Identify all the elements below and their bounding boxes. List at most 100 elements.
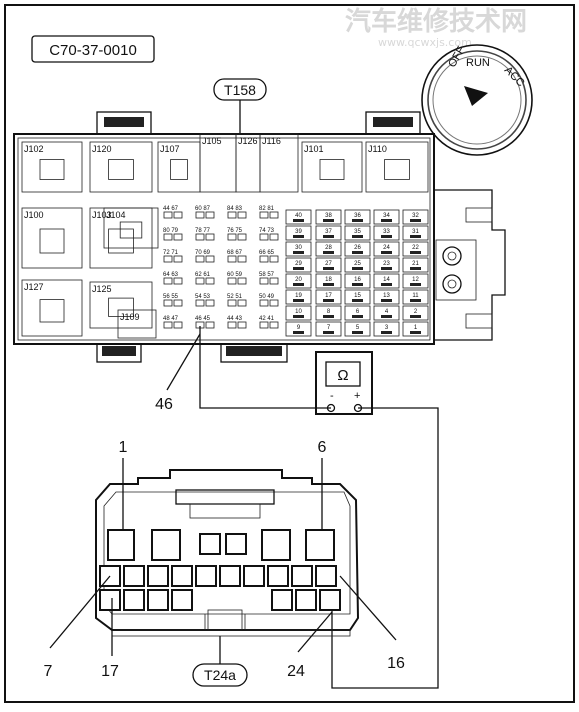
maxi-fuse-number: 38 bbox=[325, 213, 332, 219]
mini-fuse-number: 68 67 bbox=[227, 250, 243, 256]
relay-j126: J126 bbox=[235, 133, 261, 193]
connector-pin-row2 bbox=[243, 565, 265, 587]
latch-bottom-center bbox=[220, 343, 288, 363]
figure-code-box bbox=[31, 35, 155, 63]
latch-top-left-tab bbox=[104, 117, 144, 127]
mini-fuse-number: 44 67 bbox=[163, 206, 179, 212]
mini-fuse-number: 74 73 bbox=[259, 228, 275, 234]
connector-pin-row2 bbox=[291, 565, 313, 587]
mini-fuse-number: 44 43 bbox=[227, 316, 243, 322]
maxi-fuse: 10 bbox=[285, 305, 312, 321]
maxi-fuse: 38 bbox=[315, 209, 342, 225]
mini-fuse: 80 79 bbox=[163, 228, 183, 241]
pin-7-label: 7 bbox=[44, 663, 53, 680]
side-bracket bbox=[434, 189, 506, 341]
pin-1-label: 1 bbox=[119, 439, 128, 456]
t24a-tag: T24a bbox=[192, 636, 248, 687]
mini-fuse: 84 83 bbox=[227, 206, 247, 219]
mini-fuse-number: 42 41 bbox=[259, 316, 275, 322]
maxi-fuse: 40 bbox=[285, 209, 312, 225]
mini-fuse-number: 60 59 bbox=[227, 272, 243, 278]
connector-pin-row3 bbox=[271, 589, 293, 611]
relay-label: J125 bbox=[92, 284, 112, 294]
relay-j105: J105 bbox=[199, 133, 237, 193]
mini-fuse-number: 66 65 bbox=[259, 250, 275, 256]
latch-bottom-center-tab bbox=[226, 346, 282, 356]
maxi-fuse: 14 bbox=[373, 273, 400, 289]
maxi-fuse-number: 28 bbox=[325, 245, 332, 251]
ignition-switch: OFF RUN ACC bbox=[421, 44, 533, 156]
maxi-fuse-number: 30 bbox=[295, 245, 302, 251]
maxi-fuse: 29 bbox=[285, 257, 312, 273]
maxi-fuse-number: 31 bbox=[412, 229, 419, 235]
relay-label: J100 bbox=[24, 210, 44, 220]
pin-16-leader bbox=[339, 575, 397, 641]
connector-pin-row3 bbox=[295, 589, 317, 611]
relay-label: J120 bbox=[92, 144, 112, 154]
maxi-fuse: 16 bbox=[344, 273, 371, 289]
maxi-fuse-number: 40 bbox=[295, 213, 302, 219]
maxi-fuse: 32 bbox=[402, 209, 429, 225]
relay-j125: J125 bbox=[89, 281, 153, 329]
maxi-fuse-number: 34 bbox=[383, 213, 390, 219]
mini-fuse-number: 80 79 bbox=[163, 228, 179, 234]
figure-code: C70-37-0010 bbox=[49, 42, 137, 59]
meter-ohm-symbol: Ω bbox=[337, 367, 348, 384]
connector-pins bbox=[99, 529, 341, 611]
connector-large-pin bbox=[261, 529, 291, 561]
maxi-fuse: 13 bbox=[373, 289, 400, 305]
relay-label: J127 bbox=[24, 282, 44, 292]
connector-large-pin bbox=[107, 529, 135, 561]
maxi-fuse: 37 bbox=[315, 225, 342, 241]
t158-label: T158 bbox=[224, 82, 256, 98]
connector-pin-row3 bbox=[171, 589, 193, 611]
maxi-fuse-number: 5 bbox=[356, 325, 360, 331]
maxi-fuse: 22 bbox=[402, 241, 429, 257]
t24a-label: T24a bbox=[204, 667, 236, 683]
relay-j100: J100 bbox=[21, 207, 83, 269]
mini-fuse: 68 67 bbox=[227, 250, 247, 263]
connector-pin-row2 bbox=[147, 565, 169, 587]
maxi-fuse: 35 bbox=[344, 225, 371, 241]
mini-fuse-number: 58 57 bbox=[259, 272, 275, 278]
pin-6-label: 6 bbox=[318, 439, 327, 456]
mini-fuse-number: 84 83 bbox=[227, 206, 243, 212]
watermark-url: www.qcwxjs.com bbox=[378, 36, 472, 49]
maxi-fuse: 30 bbox=[285, 241, 312, 257]
relay-label: J109 bbox=[120, 312, 140, 322]
relay-j109: J109 bbox=[117, 309, 157, 339]
mini-fuse-number: 52 51 bbox=[227, 294, 243, 300]
watermark-title: 汽车维修技术网 bbox=[345, 6, 527, 37]
mini-fuse: 58 57 bbox=[259, 272, 279, 285]
mini-fuse-number: 76 75 bbox=[227, 228, 243, 234]
bracket-tab-lower bbox=[465, 313, 493, 329]
maxi-fuse: 39 bbox=[285, 225, 312, 241]
relay-j101: J101 bbox=[301, 141, 363, 193]
connector-large-pin bbox=[305, 529, 335, 561]
connector-key bbox=[207, 609, 243, 631]
maxi-fuse: 34 bbox=[373, 209, 400, 225]
mini-fuse: 56 55 bbox=[163, 294, 183, 307]
maxi-fuse: 3 bbox=[373, 321, 400, 337]
maxi-fuse-number: 14 bbox=[383, 277, 390, 283]
maxi-fuse-number: 33 bbox=[383, 229, 390, 235]
relay-label: J101 bbox=[304, 144, 324, 154]
negative-test-lead bbox=[199, 326, 331, 409]
maxi-fuse-number: 27 bbox=[325, 261, 332, 267]
connector-pin-row2 bbox=[195, 565, 217, 587]
mini-fuse-number: 54 53 bbox=[195, 294, 211, 300]
mini-fuse-number: 78 77 bbox=[195, 228, 211, 234]
mini-fuse: 44 43 bbox=[227, 316, 247, 329]
mini-fuse: 66 65 bbox=[259, 250, 279, 263]
maxi-fuse-number: 16 bbox=[354, 277, 361, 283]
mini-fuse: 50 49 bbox=[259, 294, 279, 307]
ignition-key-pointer bbox=[464, 86, 488, 106]
mini-fuse-number: 64 63 bbox=[163, 272, 179, 278]
maxi-fuse-number: 36 bbox=[354, 213, 361, 219]
connector-pin-row2 bbox=[171, 565, 193, 587]
connector-pin-row3 bbox=[123, 589, 145, 611]
connector-center-pin bbox=[225, 533, 247, 555]
bracket-tab-upper bbox=[465, 207, 493, 223]
maxi-fuse-number: 8 bbox=[327, 309, 331, 315]
